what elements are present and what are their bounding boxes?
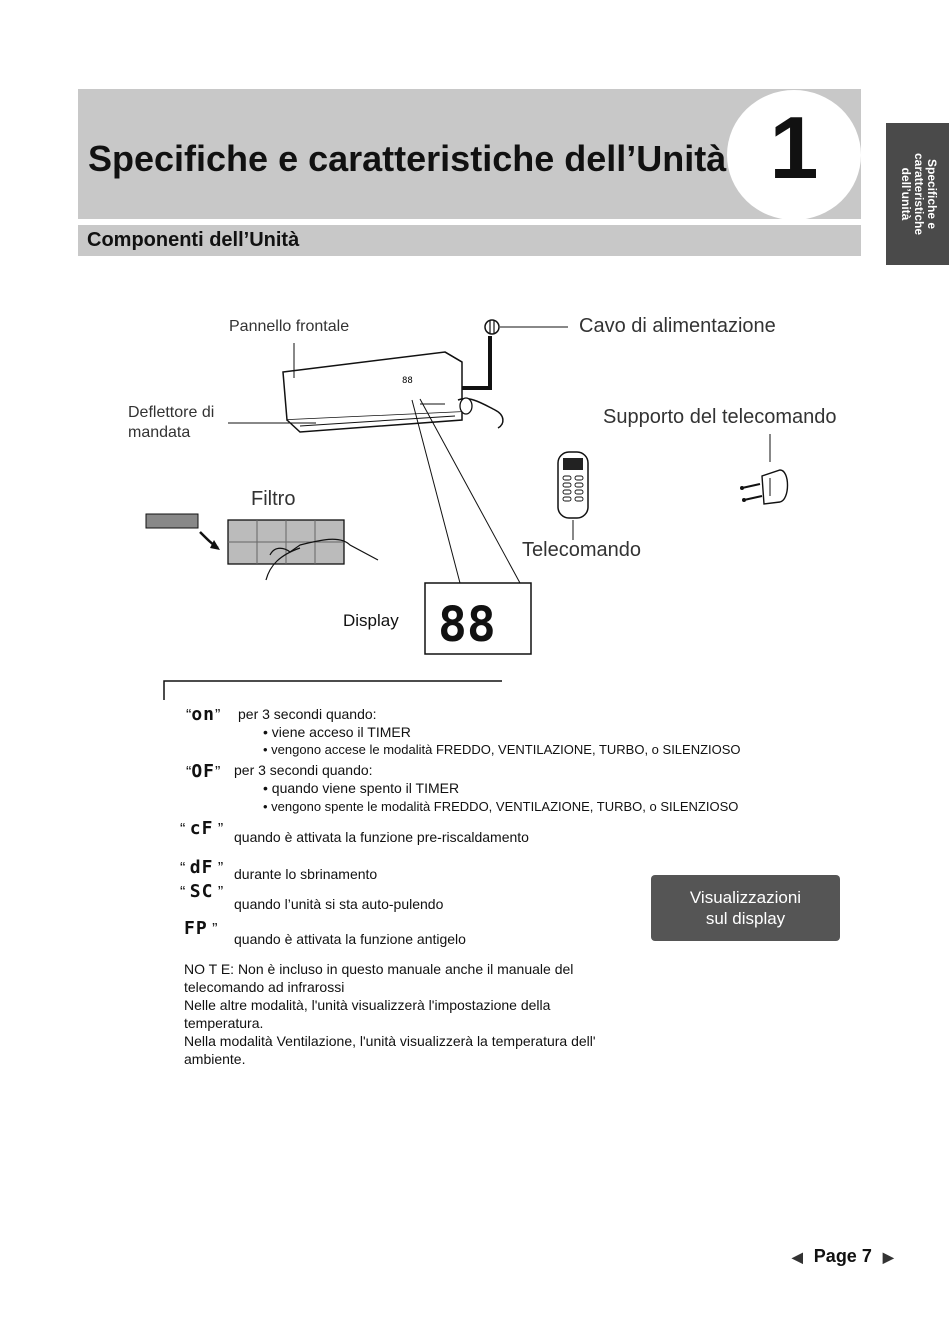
code-on: on xyxy=(191,704,216,725)
remote-control-illustration xyxy=(557,451,589,519)
note-line: temperatura. xyxy=(184,1015,264,1031)
display-box: 88 xyxy=(424,582,532,655)
code-on-text: per 3 secondi quando: xyxy=(238,706,377,722)
info-box-frame xyxy=(163,680,502,700)
code-of-bullet: • quando viene spento il TIMER xyxy=(263,780,460,796)
code-on-bullet: • viene acceso il TIMER xyxy=(263,724,411,740)
note-line: telecomando ad infrarossi xyxy=(184,979,345,995)
code-df-row: “ dF ” xyxy=(180,857,224,878)
unit-display-digits: 88 xyxy=(402,376,413,386)
remote-holder-illustration xyxy=(740,469,789,505)
code-sc-text: quando l’unità si sta auto-pulendo xyxy=(234,896,444,912)
code-fp-text: quando è attivata la funzione antigelo xyxy=(234,931,466,947)
note-line: Nella modalità Ventilazione, l'unità vis… xyxy=(184,1033,596,1049)
note-line: ambiente. xyxy=(184,1051,246,1067)
code-of-text: per 3 secondi quando: xyxy=(234,762,373,778)
code-fp-row: FP ” xyxy=(184,918,218,939)
triangle-left-icon[interactable]: ◀ xyxy=(792,1249,803,1265)
code-sc-row: “ SC ” xyxy=(180,881,224,902)
label-filter: Filtro xyxy=(251,488,296,510)
note-line: NO T E: Non è incluso in questo manuale … xyxy=(184,961,574,977)
label-louver-2: mandata xyxy=(128,424,191,441)
code-on-bullet: • vengono accese le modalità FREDDO, VEN… xyxy=(263,742,741,757)
label-remote: Telecomando xyxy=(522,539,641,561)
code-of-bullet: • vengono spente le modalità FREDDO, VEN… xyxy=(263,799,739,814)
section-title: Componenti dell’Unità xyxy=(87,229,300,251)
page-title: Specifiche e caratteristiche dell’Unità xyxy=(88,138,727,179)
label-display: Display xyxy=(343,611,399,630)
page-number: Page 7 xyxy=(813,1246,872,1266)
filter-illustration xyxy=(145,513,379,581)
label-power-cable: Cavo di alimentazione xyxy=(579,315,776,337)
display-badge: Visualizzazioni sul display xyxy=(651,875,840,941)
note: NO T E: Non è incluso in questo manuale … xyxy=(184,960,624,1068)
label-louver-1: Deflettore di xyxy=(128,404,215,421)
triangle-right-icon[interactable]: ▶ xyxy=(882,1249,894,1265)
label-remote-holder: Supporto del telecomando xyxy=(603,406,837,428)
badge-line: Visualizzazioni xyxy=(689,888,802,907)
power-cable-illustration xyxy=(457,319,568,429)
page-navigation: ◀ Page 7 ▶ xyxy=(792,1246,894,1267)
code-of-row: “OF” xyxy=(186,761,221,782)
indoor-unit-illustration: 88 xyxy=(282,351,463,433)
section-band xyxy=(78,225,861,256)
components-diagram: 88 xyxy=(145,319,789,700)
chapter-number: 1 xyxy=(769,98,819,197)
code-df-text: durante lo sbrinamento xyxy=(234,866,378,882)
code-sc: SC xyxy=(189,881,214,902)
badge-line: sul display xyxy=(705,909,786,928)
code-on-row: “on” xyxy=(186,704,221,725)
code-cf-text: quando è attivata la funzione pre-riscal… xyxy=(234,829,529,845)
chapter-circle xyxy=(727,90,861,220)
code-df: dF xyxy=(189,857,214,878)
code-fp: FP xyxy=(184,918,208,939)
side-tab[interactable]: Specifiche e caratteristiche dell’unità xyxy=(886,123,949,265)
code-cf-row: “ cF ” xyxy=(180,818,224,839)
code-of: OF xyxy=(191,761,216,782)
label-front-panel: Pannello frontale xyxy=(229,318,350,335)
display-digits: 88 xyxy=(438,597,496,653)
code-cf: cF xyxy=(189,818,214,839)
note-line: Nelle altre modalità, l'unità visualizze… xyxy=(184,997,551,1013)
